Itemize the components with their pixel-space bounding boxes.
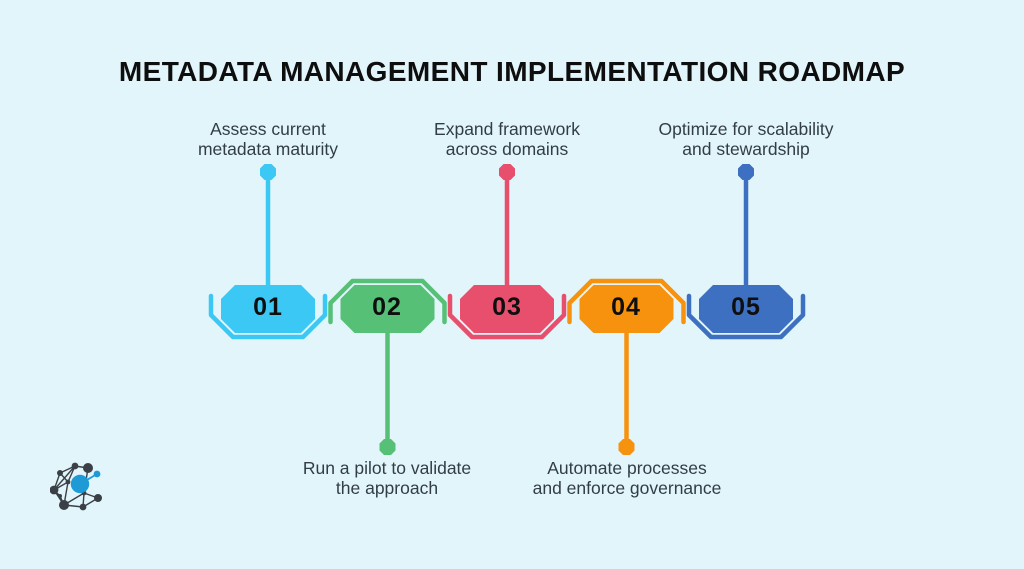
step-03-label-line2: across domains xyxy=(445,138,569,159)
step-04-octagon xyxy=(579,285,674,333)
step-02-label: Run a pilot to validate the approach xyxy=(252,458,522,498)
step-04-label-line2: and enforce governance xyxy=(532,477,722,498)
logo-accent-nodes xyxy=(70,470,101,494)
logo-accent-small-node xyxy=(93,470,101,478)
logo-accent-big-node xyxy=(70,474,90,494)
step-02-dot xyxy=(379,439,396,455)
step-01-dot xyxy=(260,164,276,180)
step-01-label: Assess current metadata maturity xyxy=(133,119,403,159)
step-03-label: Expand framework across domains xyxy=(372,119,642,159)
step-03-label-line1: Expand framework xyxy=(434,119,580,139)
step-03-octagon xyxy=(460,285,554,333)
step-03-number: 03 xyxy=(492,293,522,321)
step-05-shape xyxy=(686,164,806,340)
logo-dark-nodes xyxy=(50,462,102,511)
step-03-shape xyxy=(447,164,567,340)
step-01-label-line2: metadata maturity xyxy=(197,138,339,159)
step-04-ring xyxy=(567,278,686,325)
step-05-label-line1: Optimize for scalability xyxy=(658,119,834,139)
step-01-shape xyxy=(208,164,328,340)
step-02-label-line2: the approach xyxy=(335,477,439,498)
step-01-octagon xyxy=(221,285,315,333)
network-graph-logo-icon xyxy=(50,462,102,511)
step-02-label-line1: Run a pilot to validate xyxy=(302,458,472,478)
step-04-label: Automate processes and enforce governanc… xyxy=(492,458,762,498)
step-05-number: 05 xyxy=(731,293,761,321)
step-05-label-line2: and stewardship xyxy=(682,138,810,159)
step-05-dot xyxy=(738,164,754,180)
step-01-label-line1: Assess current xyxy=(210,119,326,139)
step-03-dot xyxy=(499,164,515,180)
step-04-number: 04 xyxy=(611,293,641,321)
step-05-label: Optimize for scalability and stewardship xyxy=(611,119,881,159)
step-02-number: 02 xyxy=(372,293,402,321)
page-title: METADATA MANAGEMENT IMPLEMENTATION ROADM… xyxy=(118,56,906,87)
step-05-ring xyxy=(686,293,806,340)
step-02-ring xyxy=(328,278,447,325)
step-02-shape xyxy=(328,278,447,455)
step-01-number: 01 xyxy=(253,293,283,321)
step-02-octagon xyxy=(340,285,435,333)
step-04-dot xyxy=(618,439,635,455)
step-01-ring xyxy=(208,293,328,340)
step-04-shape xyxy=(567,278,686,455)
step-05-octagon xyxy=(699,285,793,333)
step-03-ring xyxy=(447,293,567,340)
step-04-label-line1: Automate processes xyxy=(547,458,707,478)
